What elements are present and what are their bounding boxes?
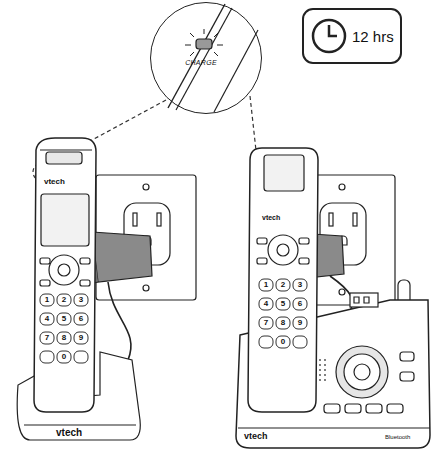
key-digit: 4 xyxy=(264,300,268,308)
key-digit: 9 xyxy=(79,334,83,342)
key-digit: 1 xyxy=(45,296,49,304)
key-digit: 3 xyxy=(298,281,302,289)
key-digit: 6 xyxy=(298,300,302,308)
key-digit: 5 xyxy=(62,315,66,323)
indicator-label: CHARGE xyxy=(185,59,217,66)
magnified-callout: CHARGE xyxy=(150,2,262,114)
key-digit: 0 xyxy=(281,338,285,346)
time-label: 12 hrs xyxy=(352,29,394,44)
brand-logo: vtech xyxy=(56,428,82,438)
key-digit: 8 xyxy=(281,319,285,327)
bluetooth-label: Bluetooth xyxy=(385,434,410,440)
key-digit: 8 xyxy=(62,334,66,342)
key-digit: 7 xyxy=(264,319,268,327)
clock-icon xyxy=(310,17,348,55)
charge-time-box: 12 hrs xyxy=(302,8,402,64)
key-digit: 4 xyxy=(45,315,49,323)
key-digit: 7 xyxy=(45,334,49,342)
key-digit: 9 xyxy=(298,319,302,327)
key-digit: 2 xyxy=(62,296,66,304)
key-digit: 5 xyxy=(281,300,285,308)
key-digit: 2 xyxy=(281,281,285,289)
key-digit: 1 xyxy=(264,281,268,289)
brand-logo: vtech xyxy=(244,432,268,441)
brand-logo: vtech xyxy=(44,178,65,186)
key-digit: 0 xyxy=(62,353,66,361)
key-digit: 3 xyxy=(79,296,83,304)
brand-logo: vtech xyxy=(262,214,280,221)
key-digit: 6 xyxy=(79,315,83,323)
